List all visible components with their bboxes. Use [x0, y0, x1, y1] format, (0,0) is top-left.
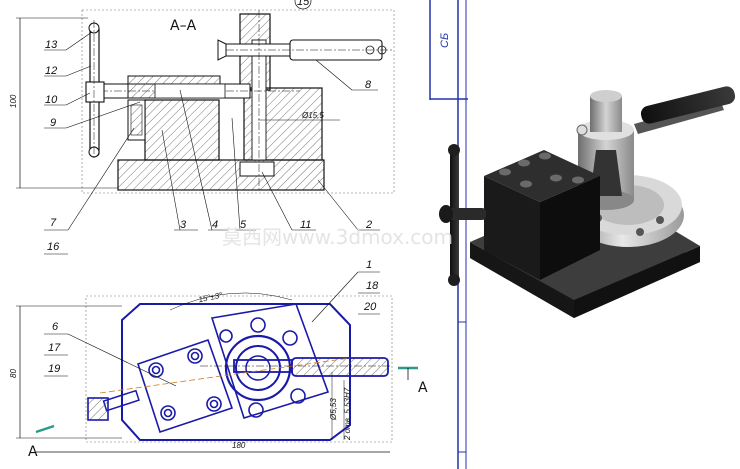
callout-7: 7 [50, 217, 57, 229]
section-arrow-right: А [418, 380, 428, 396]
plan-view: А А 80 180 15°±3° Ø5,53 2 отв. 5,53Н7 6 … [9, 259, 428, 460]
callout-10: 10 [45, 94, 58, 106]
dim-hole: Ø5,53 [329, 398, 338, 421]
frame-label: СБ [439, 33, 451, 48]
callout-15: 15 [297, 0, 310, 8]
dim-bore: Ø15,5 [301, 111, 324, 120]
plan-callouts: 6 17 19 1 18 20 [44, 259, 380, 387]
callout-3: 3 [180, 219, 187, 231]
top-callouts: 13 12 10 9 8 3 4 5 11 2 7 16 [44, 31, 380, 255]
section-title: А–А [170, 18, 197, 34]
dim-width-plan: 180 [232, 441, 246, 450]
callout-1: 1 [366, 259, 372, 271]
callout-18: 18 [366, 280, 379, 292]
callout-19: 19 [48, 363, 60, 375]
callout-16: 16 [47, 241, 60, 253]
callout-2: 2 [365, 219, 372, 231]
callout-11: 11 [300, 219, 311, 231]
callout-6: 6 [52, 321, 59, 333]
dim-height-plan: 80 [9, 369, 18, 378]
watermark: 莫西网www.3dmox.com [222, 225, 453, 249]
callout-9: 9 [50, 117, 56, 129]
callout-20: 20 [363, 301, 377, 313]
model-3d-render [439, 86, 736, 318]
section-view: А–А 100 [9, 0, 395, 255]
callout-17: 17 [48, 342, 61, 354]
callout-8: 8 [365, 79, 372, 91]
dim-note: 2 отв. 5,53Н7 [343, 387, 352, 441]
dim-angle: 15°±3° [198, 290, 224, 304]
section-arrow-left: А [28, 444, 38, 460]
callout-12: 12 [45, 65, 57, 77]
dim-height-top: 100 [9, 94, 18, 108]
callout-5: 5 [240, 219, 247, 231]
callout-13: 13 [45, 39, 58, 51]
callout-4: 4 [212, 219, 218, 231]
